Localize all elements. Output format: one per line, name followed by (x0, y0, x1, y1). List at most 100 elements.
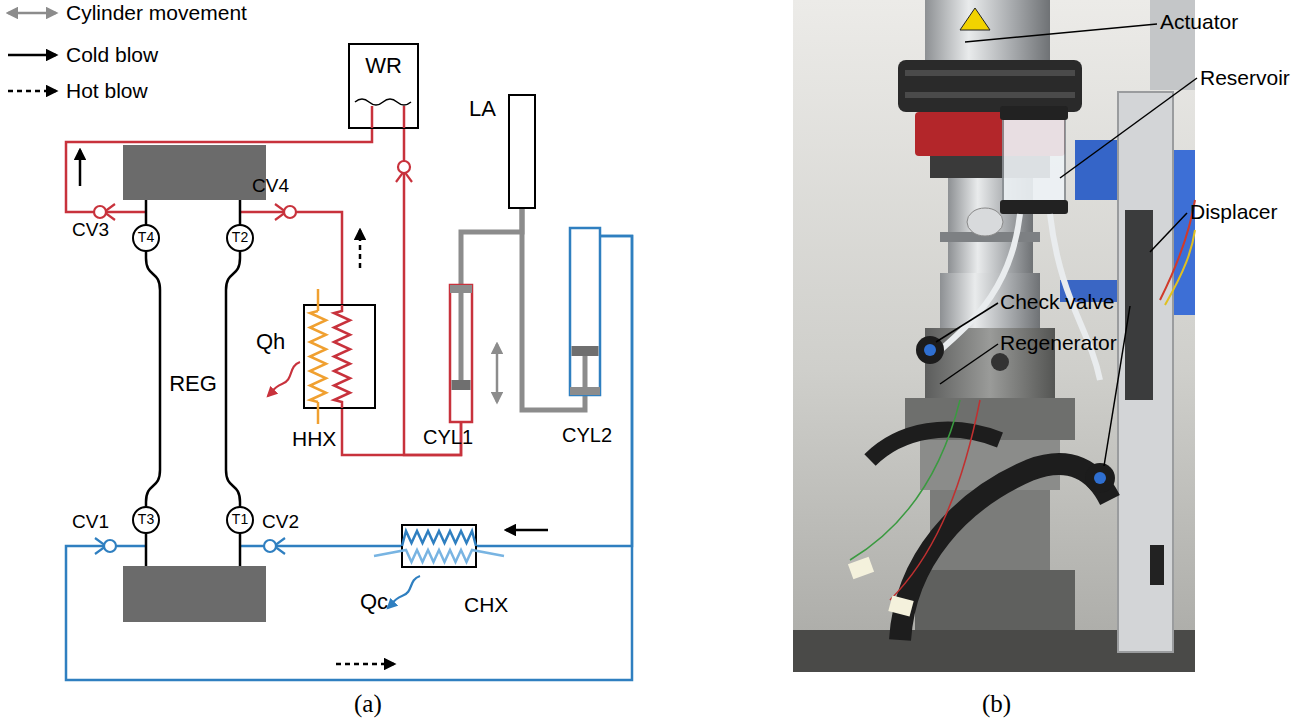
node-outline (133, 225, 159, 251)
legend-sample (8, 54, 56, 57)
temperature-sensor: T1 (226, 506, 254, 534)
node-outline (402, 531, 476, 546)
flow-arrow (336, 663, 394, 666)
part-label: Regenerator (1000, 331, 1117, 354)
setup-photo (905, 70, 1075, 76)
node-label: CYL2 (562, 424, 612, 446)
node-outline (403, 106, 406, 128)
panel-label: (a) (354, 690, 382, 718)
part-label: Displacer (1190, 200, 1278, 223)
node-outline (133, 507, 159, 533)
legend-text: Cold blow (66, 43, 158, 66)
node-outline (570, 228, 600, 395)
setup-photo (967, 208, 1003, 236)
node-label: T1 (226, 512, 254, 527)
setup-photo (915, 570, 1075, 630)
top-block (123, 145, 266, 200)
flow-arrow (506, 529, 548, 532)
setup-photo (925, 0, 1050, 62)
check-valve-symbol (275, 204, 296, 220)
part-label: Qc (360, 590, 388, 614)
node-outline (452, 380, 471, 390)
part-label: Reservoir (1200, 66, 1290, 89)
node-outline (572, 346, 599, 356)
check-valve-symbol (264, 540, 276, 552)
setup-photo (1150, 545, 1164, 585)
check-valve-symbol (284, 206, 296, 218)
node-outline (310, 311, 326, 402)
fluid-line (66, 236, 632, 680)
check-valve-symbol (94, 204, 115, 220)
check-valve-symbol (95, 538, 116, 554)
node-outline (317, 402, 320, 424)
setup-photo (960, 8, 990, 30)
setup-photo (870, 430, 1000, 460)
setup-photo (924, 344, 936, 356)
node-outline (583, 356, 588, 395)
heat-arrow (268, 362, 300, 396)
setup-photo (888, 595, 913, 616)
setup-photo (1085, 463, 1115, 493)
node-label: HHX (292, 427, 336, 450)
setup-photo (1003, 112, 1065, 210)
node-label: T2 (226, 230, 254, 245)
node-outline (450, 285, 472, 422)
setup-photo (1150, 213, 1187, 252)
setup-photo (991, 353, 1009, 371)
check-valve-symbol (396, 161, 412, 182)
setup-photo (1104, 306, 1130, 466)
part-label: Actuator (1160, 10, 1238, 33)
node-label: CHX (464, 593, 508, 616)
node-outline (509, 95, 535, 208)
part-label: Qh (256, 330, 285, 354)
temperature-sensor: T2 (226, 224, 254, 252)
setup-photo (940, 344, 998, 384)
setup-photo (1125, 210, 1153, 400)
check-valve-symbol (94, 206, 106, 218)
node-outline (334, 305, 350, 408)
part-label: Check valve (1000, 290, 1114, 313)
part-label: CV1 (72, 512, 109, 533)
temperature-sensor: T4 (132, 224, 160, 252)
part-label: CV2 (262, 512, 299, 533)
node-outline (371, 106, 374, 128)
node-outline (349, 44, 418, 128)
bottom-block (123, 566, 266, 622)
fluid-line (240, 212, 342, 305)
node-outline (304, 305, 375, 408)
temperature-sensor: T3 (132, 506, 160, 534)
legend-text: Hot blow (66, 79, 148, 102)
hot-heat-exchanger: HHX (304, 305, 375, 408)
cold-heat-exchanger: CHX (402, 525, 476, 567)
node-outline (355, 99, 411, 105)
node-outline (570, 228, 600, 395)
fluid-line (342, 408, 461, 455)
setup-photo (1118, 92, 1173, 652)
setup-photo (905, 92, 1075, 98)
node-outline (227, 507, 253, 533)
setup-photo (890, 400, 980, 600)
setup-photo (900, 464, 1110, 640)
node-label: CYL1 (423, 426, 473, 448)
setup-photo (965, 24, 1157, 42)
part-label: CV4 (252, 176, 289, 197)
fluid-line (404, 128, 461, 455)
legend-text: Cylinder movement (66, 1, 247, 24)
check-valve-symbol (398, 161, 410, 173)
setup-photo (1094, 472, 1106, 484)
setup-photo (1000, 200, 1068, 214)
legend-sample (8, 90, 56, 93)
movement-arrow (496, 344, 499, 402)
fluid-line (476, 236, 632, 546)
cylinder: CYL1 (450, 285, 472, 422)
check-valve-symbol (104, 540, 116, 552)
node-outline (402, 525, 476, 567)
node-outline (374, 550, 504, 562)
regenerator: REG (146, 200, 240, 566)
reservoir-box: WR (349, 44, 418, 128)
check-valve-symbol (264, 538, 285, 554)
setup-photo (936, 303, 998, 342)
